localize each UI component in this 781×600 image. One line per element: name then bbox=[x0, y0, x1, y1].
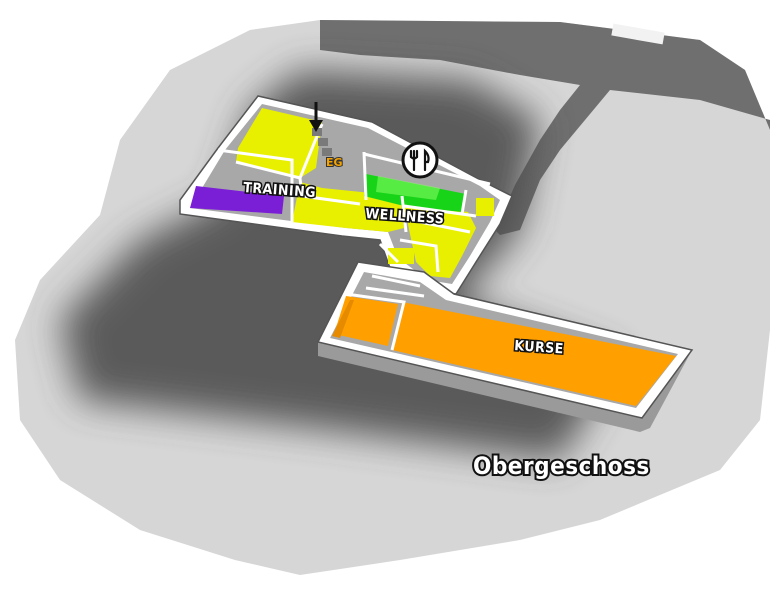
stair-label-eg: EG bbox=[326, 156, 343, 169]
room-label-wellness: WELLNESS bbox=[365, 206, 445, 227]
room-wellness-small bbox=[476, 198, 494, 216]
floor-label: Obergeschoss bbox=[473, 452, 650, 480]
fork-knife-icon[interactable] bbox=[401, 141, 439, 179]
room-restaurant-glow bbox=[376, 176, 440, 200]
room-kurse bbox=[392, 302, 676, 406]
down-arrow-icon bbox=[309, 102, 323, 132]
stairs bbox=[312, 128, 336, 166]
room-wellness-upper bbox=[236, 108, 322, 178]
room-training bbox=[190, 186, 284, 214]
room-kurse-shade bbox=[332, 300, 354, 338]
road-area bbox=[320, 20, 770, 235]
road-marking bbox=[611, 23, 665, 45]
room-label-kurse: KURSE bbox=[514, 338, 565, 357]
lower-interior-walls bbox=[345, 274, 425, 351]
